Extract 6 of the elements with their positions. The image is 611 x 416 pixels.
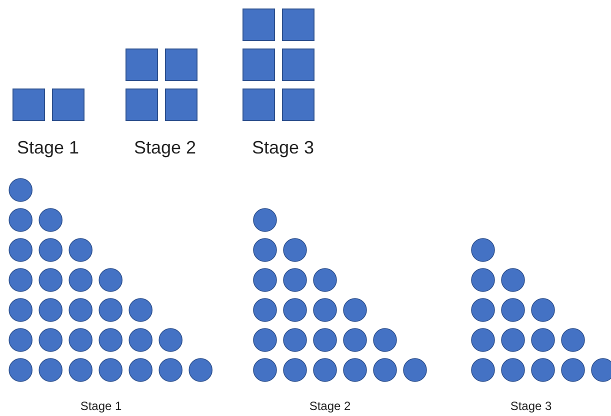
stage-label: Stage 3 (252, 138, 314, 158)
stage-label: Stage 1 (80, 399, 122, 413)
stage-label: Stage 3 (510, 399, 552, 413)
stage-label: Stage 1 (16, 138, 80, 158)
stage-label: Stage 2 (309, 399, 351, 413)
stage-label: Stage 2 (134, 138, 196, 158)
